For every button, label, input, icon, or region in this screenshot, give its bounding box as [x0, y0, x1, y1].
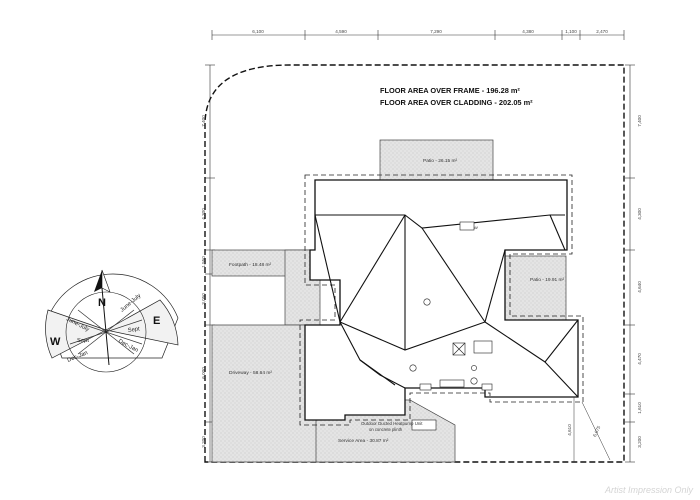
fixtures [409, 221, 493, 431]
top-dim-1: 6,100 [252, 29, 264, 34]
left-dim-6: 3,200 [201, 436, 206, 448]
interior-dim-2: 6,075 [592, 425, 602, 438]
house-footprint [304, 179, 579, 421]
right-dim-6: 3,200 [637, 436, 642, 448]
right-dim-2: 4,300 [637, 208, 642, 220]
left-dim-3: 1,550 [201, 256, 206, 268]
floor-area-frame-title: FLOOR AREA OVER FRAME - 196.28 m² [380, 86, 520, 95]
season-dec-east: Dec-Jan [117, 338, 139, 353]
left-dim-5: 6,000 [201, 367, 206, 379]
north-arrow [94, 270, 102, 292]
compass-east: E [153, 315, 160, 327]
right-dimension-line [625, 64, 635, 463]
top-dimension-line [211, 30, 625, 40]
patio-right-label: Patio - 19.91 m² [530, 277, 565, 283]
meter-label: W [474, 225, 478, 230]
site-boundary [204, 64, 625, 463]
top-dim-2: 4,590 [335, 29, 347, 34]
top-dim-6: 2,470 [596, 29, 608, 34]
right-dim-4: 4,470 [637, 353, 642, 365]
sun-wedge-east [105, 299, 179, 346]
season-sept-east: Sept [127, 326, 140, 334]
footpath-label: Footpath - 18.48 m² [229, 262, 272, 268]
season-sept-west: Sept [77, 338, 89, 344]
sun-path-compass [45, 269, 179, 373]
north-arrow-half [101, 269, 111, 293]
driveway-label: Driveway - 58.64 m² [229, 370, 272, 376]
patio-right-area [497, 255, 567, 329]
top-dim-5: 1,100 [565, 29, 577, 34]
interior-dim-lines [573, 397, 611, 462]
interior-dim-1: 4,610 [567, 424, 572, 436]
left-dim-1: 7,400 [201, 115, 206, 127]
left-dim-4: 3,050 [201, 293, 206, 305]
patio-top-label: Patio - 26.15 m² [423, 158, 458, 164]
service-area-label: Service Area - 30.87 m² [338, 438, 389, 444]
cladding-outline [299, 174, 584, 426]
right-dim-3: 4,640 [637, 281, 642, 293]
right-dim-5: 1,610 [637, 402, 642, 414]
roof-ridges [314, 214, 579, 398]
plinth-label: on concrete plinth [369, 427, 403, 432]
sun-wedge-outer [47, 273, 179, 359]
top-dim-4: 4,380 [522, 29, 534, 34]
sun-wedge-west [45, 309, 107, 359]
season-dec-west: Dec-Jan [67, 350, 89, 364]
top-dim-3: 7,290 [430, 29, 442, 34]
outdoor-unit-label: Outdoor Ducted Heatpump Unit [361, 421, 423, 426]
right-dim-1: 7,400 [637, 115, 642, 127]
watermark: Artist Impression Only [604, 485, 694, 495]
driveway-area [211, 324, 321, 463]
left-dim-2: 4,300 [201, 208, 206, 220]
floor-area-cladding-title: FLOOR AREA OVER CLADDING - 202.05 m² [380, 98, 533, 107]
compass-north: N [98, 297, 106, 309]
compass-west: W [50, 336, 61, 348]
